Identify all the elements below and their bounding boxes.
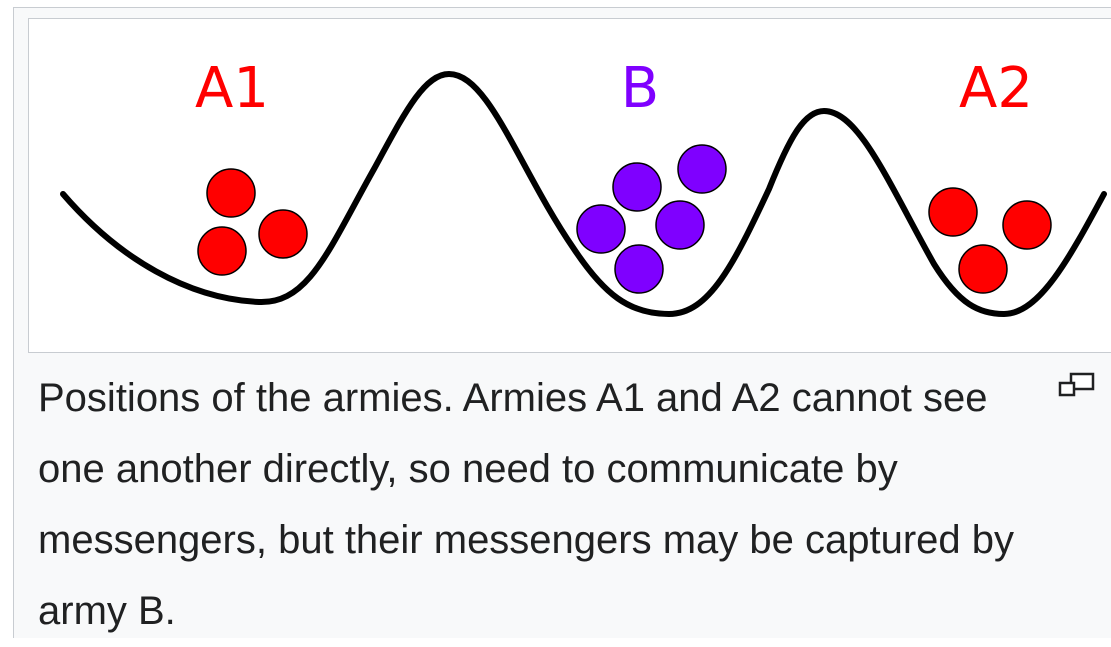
army-b-soldier [614, 244, 664, 294]
army-a1-soldier [206, 168, 256, 218]
label-a1: A1 [195, 56, 269, 121]
figure-thumbnail: A1 B A2 Posi [13, 7, 1111, 638]
army-b-soldier [655, 200, 705, 250]
army-a2-soldier [958, 244, 1008, 294]
army-a1 [197, 168, 308, 276]
army-positions-diagram: A1 B A2 [28, 18, 1111, 353]
terrain-line [60, 70, 1107, 318]
army-a2 [928, 187, 1052, 294]
army-b [576, 144, 727, 294]
army-b-soldier [612, 162, 662, 212]
army-a1-soldier [258, 209, 308, 259]
label-a2: A2 [959, 56, 1033, 121]
diagram-svg: A1 B A2 [60, 56, 1107, 318]
magnify-icon[interactable] [1057, 371, 1097, 401]
army-b-soldier [576, 204, 626, 254]
army-a2-soldier [928, 187, 978, 237]
army-a2-soldier [1002, 200, 1052, 250]
label-b: B [621, 56, 659, 121]
army-b-soldier [677, 144, 727, 194]
figure-caption: Positions of the armies. Armies A1 and A… [38, 376, 1015, 633]
army-a1-soldier [197, 226, 247, 276]
